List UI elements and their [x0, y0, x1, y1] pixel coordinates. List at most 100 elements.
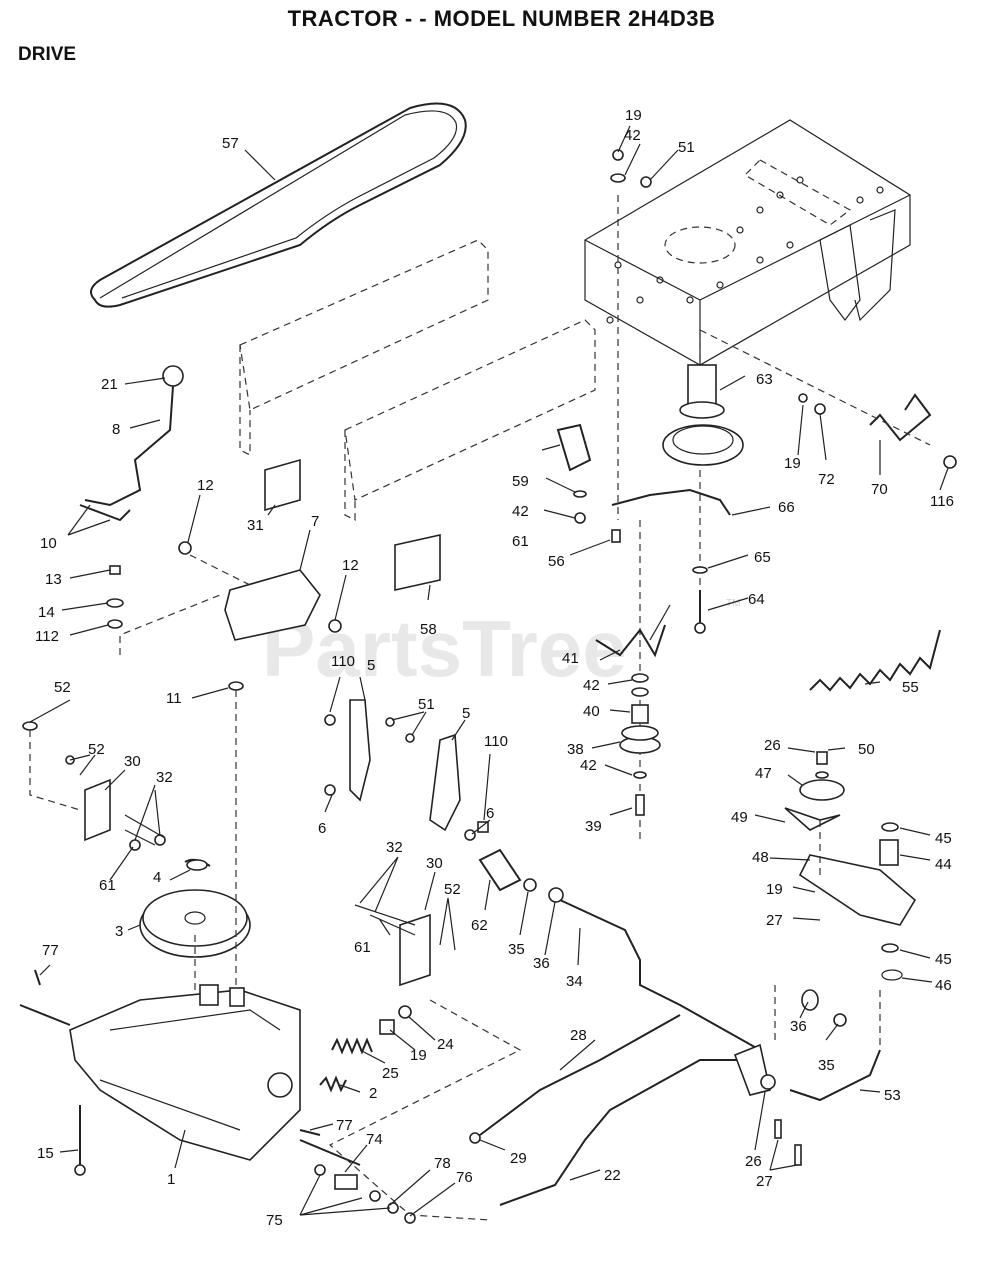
callout-26b: 26: [745, 1153, 762, 1170]
callout-53: 53: [884, 1087, 901, 1104]
drive-belt: [90, 102, 467, 308]
callout-12b: 12: [342, 557, 359, 574]
watermark-trademark: TM: [726, 598, 740, 609]
callout-51a: 51: [418, 696, 435, 713]
bracket-59: [556, 423, 592, 472]
callout-49: 49: [731, 809, 748, 826]
callout-78: 78: [434, 1155, 451, 1172]
page-title: TRACTOR - - MODEL NUMBER 2H4D3B: [287, 6, 716, 31]
leader-lines: [29, 125, 949, 1217]
callout-36b: 36: [790, 1018, 807, 1035]
clip-70: [869, 393, 932, 442]
washer: [106, 598, 124, 608]
callout-6b: 6: [486, 805, 494, 822]
transmission-pulley: [139, 858, 251, 958]
callout-58: 58: [420, 621, 437, 638]
callout-112: 112: [35, 628, 59, 645]
callout-42c: 42: [512, 503, 529, 520]
callout-32a: 32: [156, 769, 173, 786]
callout-19d: 19: [766, 881, 783, 898]
callout-27a: 27: [766, 912, 783, 929]
callout-116: 116: [930, 493, 954, 510]
callout-45a: 45: [935, 830, 952, 847]
washer: [228, 681, 244, 691]
frame-holes: [606, 176, 884, 324]
bushing-44: [879, 839, 899, 866]
bracket-31: [264, 458, 301, 512]
callout-28: 28: [570, 1027, 587, 1044]
callout-50: 50: [858, 741, 875, 758]
callout-14: 14: [38, 604, 55, 621]
callout-32b: 32: [386, 839, 403, 856]
shift-bracket: [224, 569, 321, 641]
idler-arm-48: [798, 854, 917, 926]
callout-74: 74: [366, 1131, 383, 1148]
callout-75: 75: [266, 1212, 283, 1229]
callout-6a: 6: [318, 820, 326, 837]
spring-55: [809, 629, 941, 692]
callout-4: 4: [153, 869, 161, 886]
callout-30b: 30: [426, 855, 443, 872]
callout-52b: 52: [88, 741, 105, 758]
mounting-bracket-30b: [399, 913, 431, 987]
callout-5b: 5: [462, 705, 470, 722]
callout-61c: 61: [512, 533, 529, 550]
washer: [107, 619, 123, 629]
callout-19c: 19: [784, 455, 801, 472]
callout-48: 48: [752, 849, 769, 866]
idler-pulley-38: [619, 725, 661, 754]
callout-36a: 36: [533, 955, 550, 972]
callout-62: 62: [471, 917, 488, 934]
callout-52a: 52: [54, 679, 71, 696]
callout-52c: 52: [444, 881, 461, 898]
callout-65: 65: [754, 549, 771, 566]
idler-pulley-47: [799, 779, 845, 801]
callout-45b: 45: [935, 951, 952, 968]
callout-7: 7: [311, 513, 319, 530]
callout-24: 24: [437, 1036, 454, 1053]
rod-28: [479, 1014, 681, 1136]
bracket-49: [784, 807, 841, 831]
callout-3: 3: [115, 923, 123, 940]
callout-29: 29: [510, 1150, 527, 1167]
callout-59: 59: [512, 473, 529, 490]
washer: [328, 619, 342, 633]
section-title: DRIVE: [18, 44, 77, 65]
callout-22: 22: [604, 1167, 621, 1184]
callout-19b: 19: [625, 107, 642, 124]
callout-46: 46: [935, 977, 952, 994]
callout-44: 44: [935, 856, 952, 873]
callout-77a: 77: [42, 942, 59, 959]
bolt: [109, 565, 121, 575]
callout-110a: 110: [331, 653, 355, 670]
callout-55: 55: [902, 679, 919, 696]
callout-13: 13: [45, 571, 62, 588]
callout-42d: 42: [624, 127, 641, 144]
callout-72: 72: [818, 471, 835, 488]
callout-110b: 110: [484, 733, 508, 750]
callout-31: 31: [247, 517, 264, 534]
callout-12a: 12: [197, 477, 214, 494]
callout-21: 21: [101, 376, 118, 393]
callout-39: 39: [585, 818, 602, 835]
bracket-58: [394, 534, 441, 591]
callout-76: 76: [456, 1169, 473, 1186]
callout-63: 63: [756, 371, 773, 388]
transaxle: [19, 984, 361, 1166]
spring-25: [331, 1037, 373, 1055]
callout-15: 15: [37, 1145, 54, 1162]
spacer-74: [334, 1174, 358, 1190]
callout-77b: 77: [336, 1117, 353, 1134]
callout-2: 2: [369, 1085, 377, 1102]
callout-8: 8: [112, 421, 120, 438]
spacer-40: [631, 704, 649, 724]
callout-26a: 26: [764, 737, 781, 754]
callout-34: 34: [566, 973, 583, 990]
callout-25: 25: [382, 1065, 399, 1082]
callout-56: 56: [548, 553, 565, 570]
watermark-text: PartsTree: [262, 604, 627, 693]
callout-35a: 35: [508, 941, 525, 958]
callout-42a: 42: [583, 677, 600, 694]
callout-61b: 61: [354, 939, 371, 956]
